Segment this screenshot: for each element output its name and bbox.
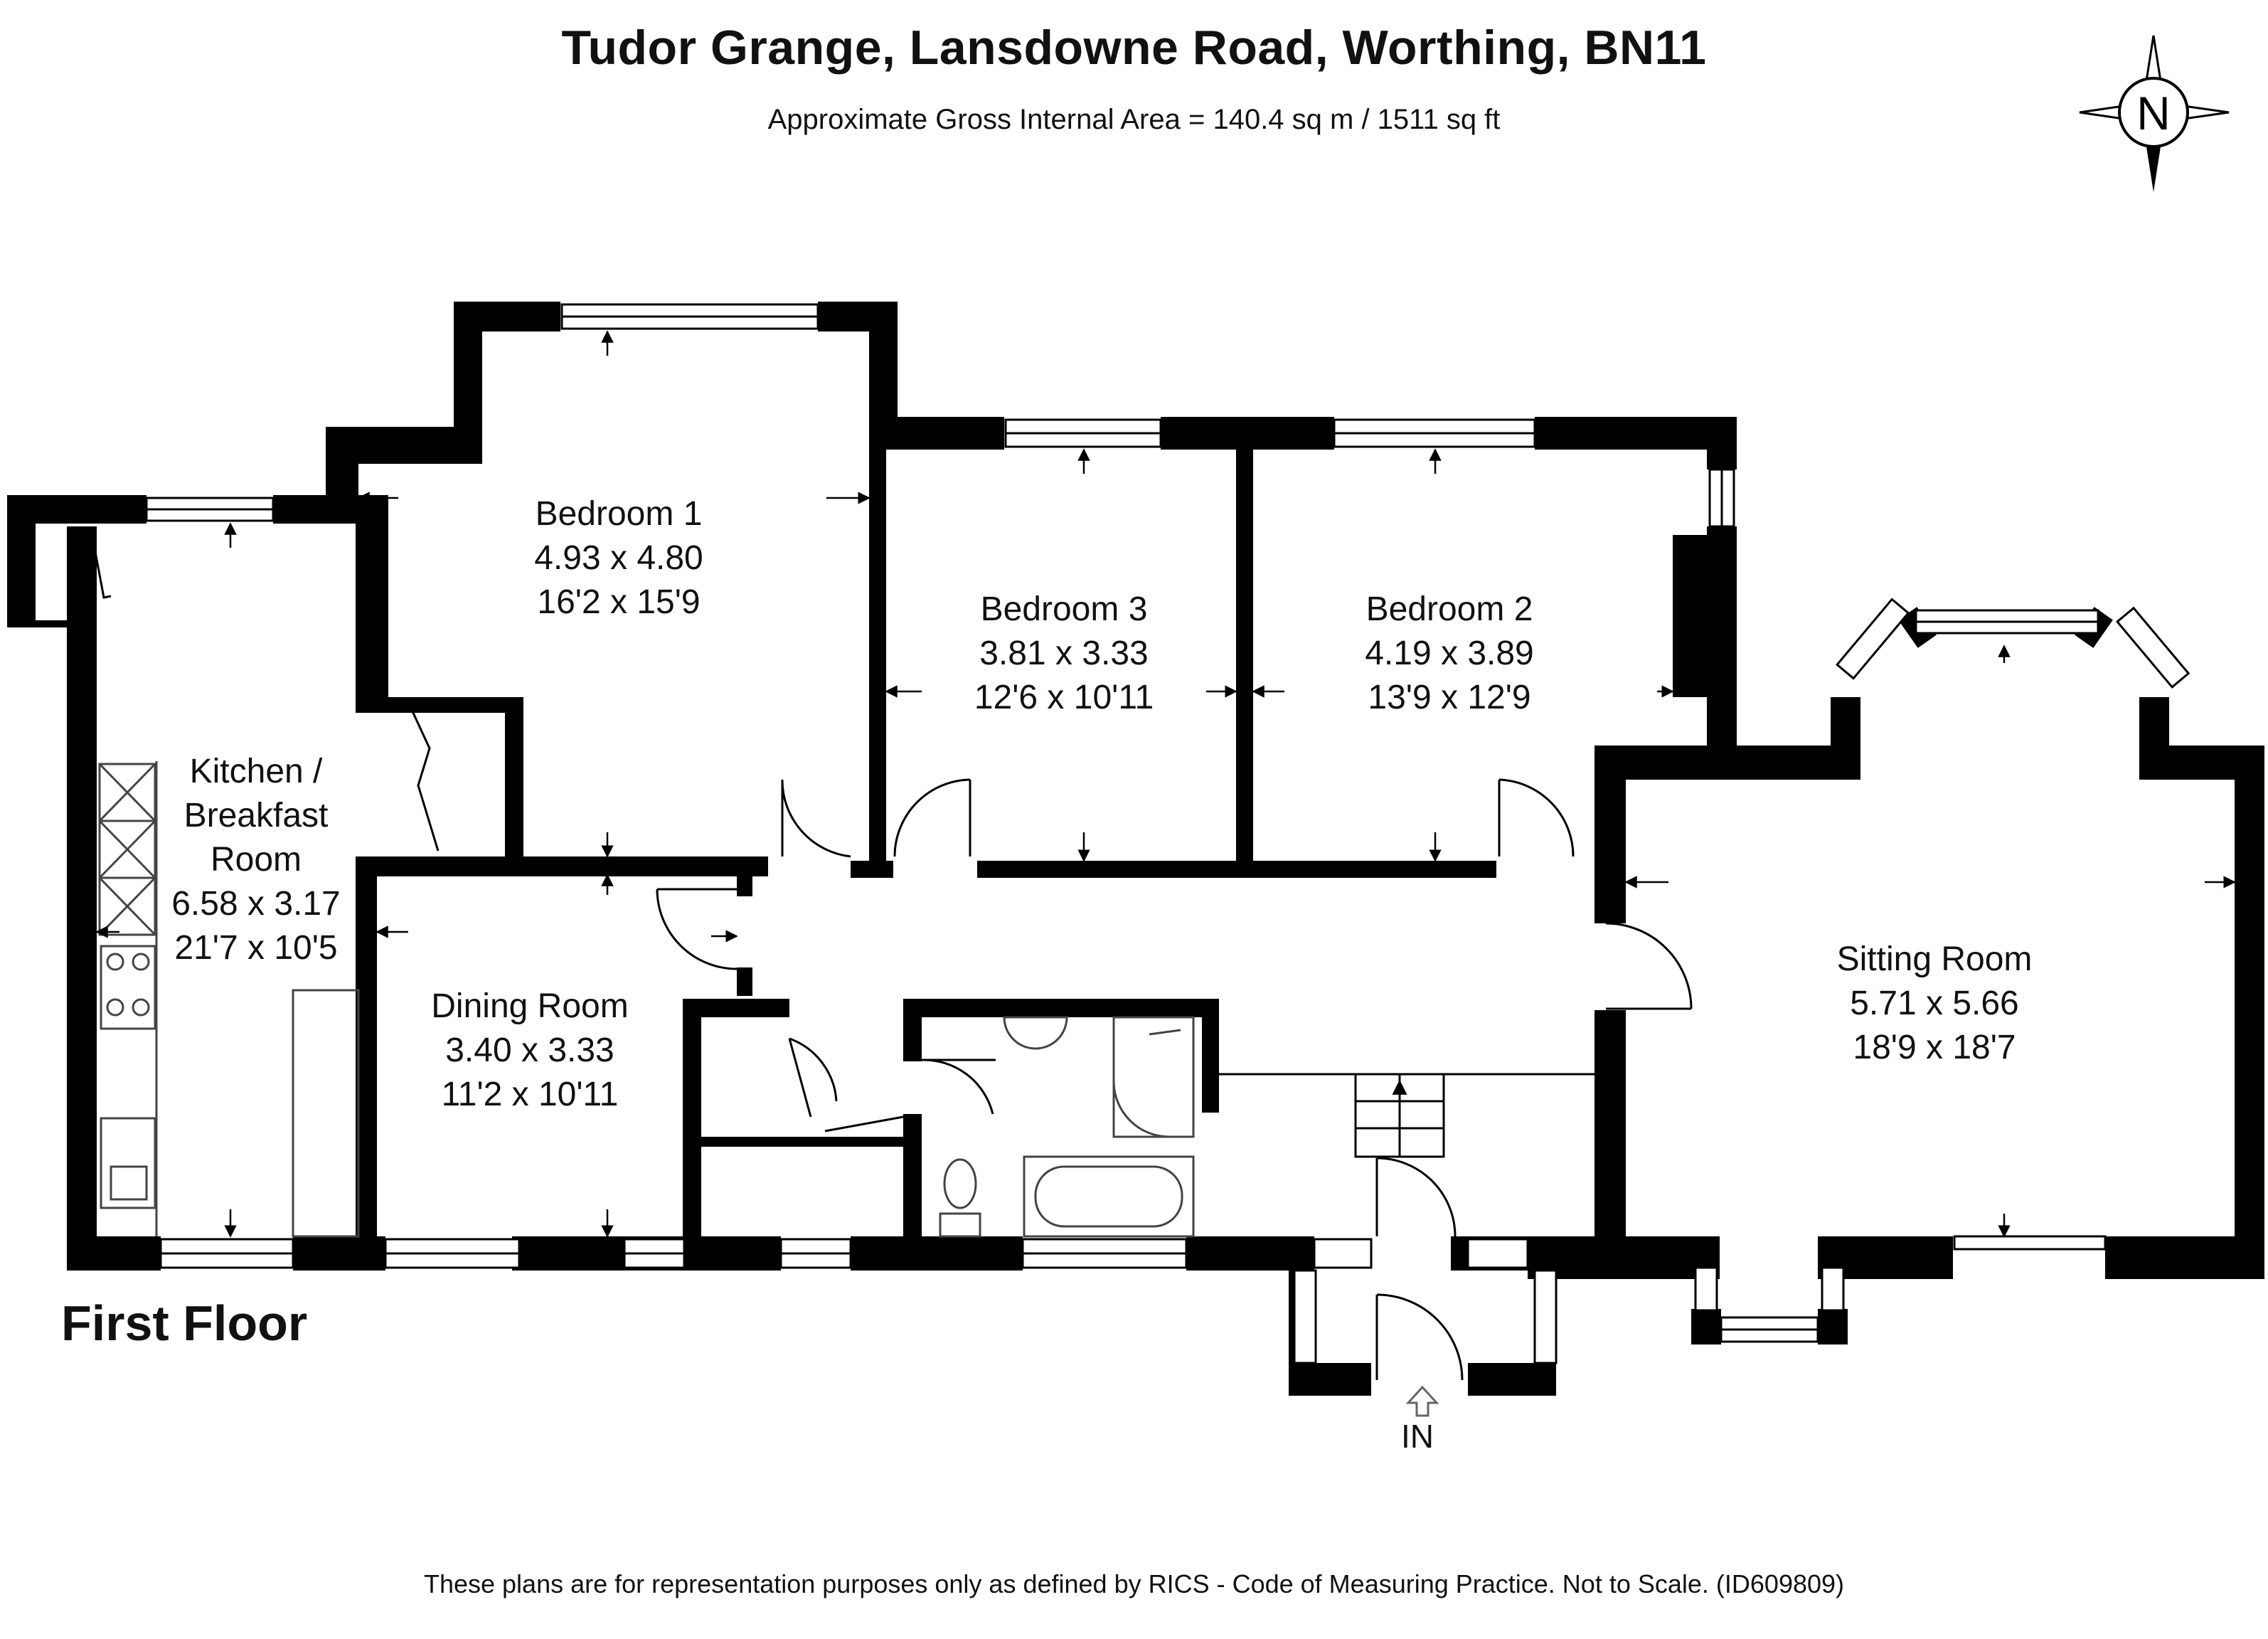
walls	[7, 302, 2264, 1396]
room-imperial: 21'7 x 10'5	[174, 929, 338, 967]
disclaimer-footer: These plans are for representation purpo…	[423, 1569, 1845, 1598]
room-metric: 3.40 x 3.33	[445, 1031, 614, 1069]
room-name-line-3: Room	[210, 841, 302, 879]
room-metric: 5.71 x 5.66	[1850, 985, 2019, 1022]
room-imperial: 18'9 x 18'7	[1853, 1029, 2016, 1066]
room-label-sitting-room: Sitting Room 5.71 x 5.66 18'9 x 18'7	[1785, 938, 2084, 1070]
room-name: Dining Room	[431, 987, 629, 1025]
room-label-bedroom-1: Bedroom 1 4.93 x 4.80 16'2 x 15'9	[484, 492, 754, 625]
room-label-kitchen: Kitchen / Breakfast Room 6.58 x 3.17 21'…	[142, 750, 370, 970]
room-label-bedroom-2: Bedroom 2 4.19 x 3.89 13'9 x 12'9	[1314, 588, 1585, 720]
room-metric: 3.81 x 3.33	[979, 635, 1149, 672]
room-name-line-2: Breakfast	[183, 797, 329, 834]
floor-label: First Floor	[61, 1295, 308, 1351]
windows	[145, 303, 2190, 1364]
compass-north-letter: N	[2136, 87, 2171, 139]
room-name: Bedroom 1	[535, 495, 703, 533]
room-imperial: 16'2 x 15'9	[537, 583, 701, 621]
plan-title: Tudor Grange, Lansdowne Road, Worthing, …	[561, 21, 1707, 75]
stairs	[1219, 1073, 1594, 1158]
room-label-dining-room: Dining Room 3.40 x 3.33 11'2 x 10'11	[391, 985, 669, 1117]
room-metric: 4.19 x 3.89	[1365, 635, 1534, 672]
room-label-bedroom-3: Bedroom 3 3.81 x 3.33 12'6 x 10'11	[929, 588, 1199, 720]
room-name-line-1: Kitchen /	[189, 753, 323, 790]
compass-rose	[2079, 35, 2230, 192]
entrance-label: IN	[1401, 1418, 1434, 1455]
room-name: Sitting Room	[1836, 940, 2033, 978]
room-name: Bedroom 2	[1365, 590, 1533, 628]
dimension-arrows	[95, 330, 2236, 1238]
fixtures	[98, 761, 1195, 1238]
gross-area-subtitle: Approximate Gross Internal Area = 140.4 …	[767, 104, 1501, 135]
doors	[90, 529, 1693, 1381]
room-name: Bedroom 3	[980, 590, 1148, 628]
room-metric: 6.58 x 3.17	[171, 885, 341, 923]
room-metric: 4.93 x 4.80	[534, 539, 703, 577]
entrance-arrow	[1405, 1385, 1439, 1417]
room-imperial: 12'6 x 10'11	[974, 679, 1154, 716]
room-imperial: 11'2 x 10'11	[441, 1076, 619, 1113]
room-imperial: 13'9 x 12'9	[1368, 679, 1531, 716]
